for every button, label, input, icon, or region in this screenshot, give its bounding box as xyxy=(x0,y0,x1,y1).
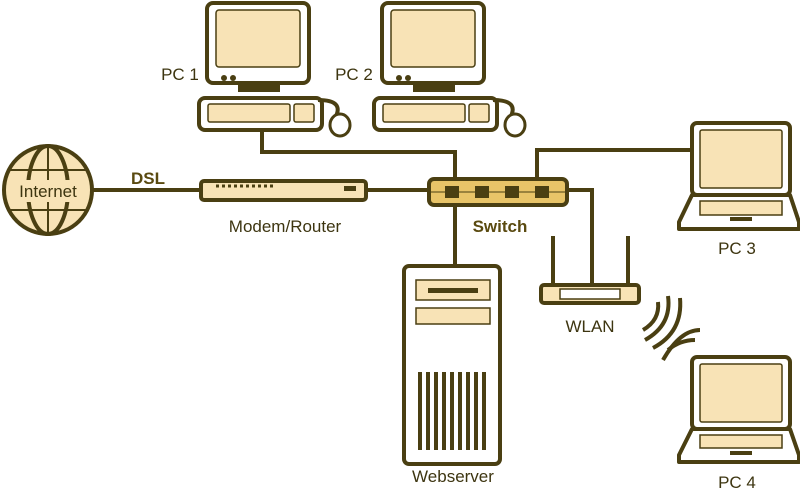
wireless-signal-icon xyxy=(641,295,701,361)
connections xyxy=(93,130,692,284)
switch-label: Switch xyxy=(473,217,528,236)
pc1-label: PC 1 xyxy=(161,65,199,84)
pc4-label: PC 4 xyxy=(718,473,756,492)
wlan-access-point-icon xyxy=(539,236,641,305)
webserver-label: Webserver xyxy=(412,467,494,486)
modem-router-icon xyxy=(199,179,368,202)
internet-globe-icon xyxy=(2,144,94,236)
pc1-desktop-icon xyxy=(197,1,352,138)
pc3-label: PC 3 xyxy=(718,239,756,258)
pc3-laptop-icon xyxy=(677,121,800,231)
link-wlan-switch xyxy=(567,188,594,284)
modem-label: Modem/Router xyxy=(229,217,342,236)
dsl-label: DSL xyxy=(131,169,165,188)
switch-icon xyxy=(427,177,569,207)
webserver-tower-icon xyxy=(402,264,502,466)
pc2-label: PC 2 xyxy=(335,65,373,84)
link-pc3-switch xyxy=(535,148,692,178)
internet-label: Internet xyxy=(19,182,77,201)
link-pc1-switch xyxy=(260,130,457,178)
wlan-label: WLAN xyxy=(565,317,614,336)
pc2-desktop-icon xyxy=(372,1,527,138)
pc4-laptop-icon xyxy=(677,355,800,464)
